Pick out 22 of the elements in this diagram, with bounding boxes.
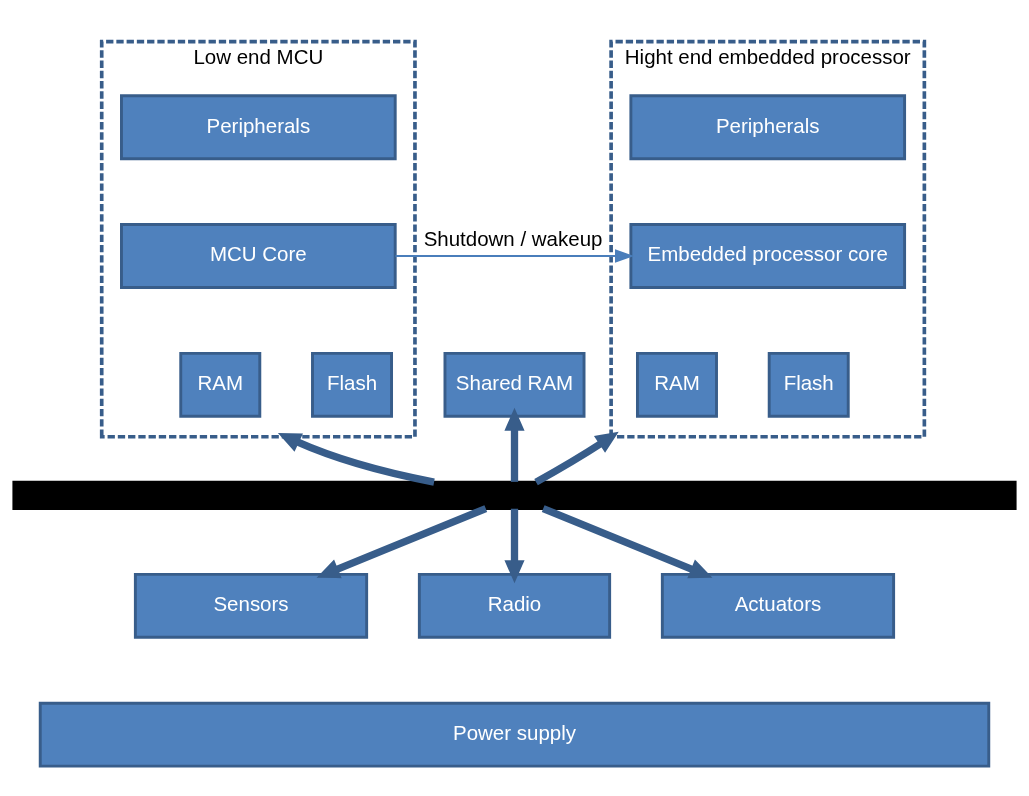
node-box: RAM	[179, 351, 262, 418]
node-box: MCU Core	[120, 223, 397, 289]
edge-label: Shutdown / wakeup	[423, 227, 603, 251]
node-box: Radio	[417, 572, 612, 639]
arrow	[316, 505, 488, 579]
node-box: Actuators	[660, 572, 896, 639]
node-bar	[12, 480, 1017, 510]
node-box: Shared RAM	[443, 351, 586, 418]
arrow	[504, 508, 525, 584]
node-box: Peripherals	[120, 94, 397, 161]
node-box: RAM	[636, 351, 718, 418]
arrow	[395, 249, 635, 263]
arrow	[541, 505, 713, 579]
arrow	[277, 432, 435, 486]
node-box: Power supply	[38, 701, 991, 768]
node-box: Peripherals	[629, 94, 907, 161]
node-box: Flash	[767, 351, 850, 418]
node-box: Flash	[311, 351, 393, 418]
arrow	[504, 407, 525, 482]
node-box: Embedded processor core	[629, 223, 907, 289]
node-box: Sensors	[133, 572, 369, 639]
arrow	[534, 431, 619, 486]
